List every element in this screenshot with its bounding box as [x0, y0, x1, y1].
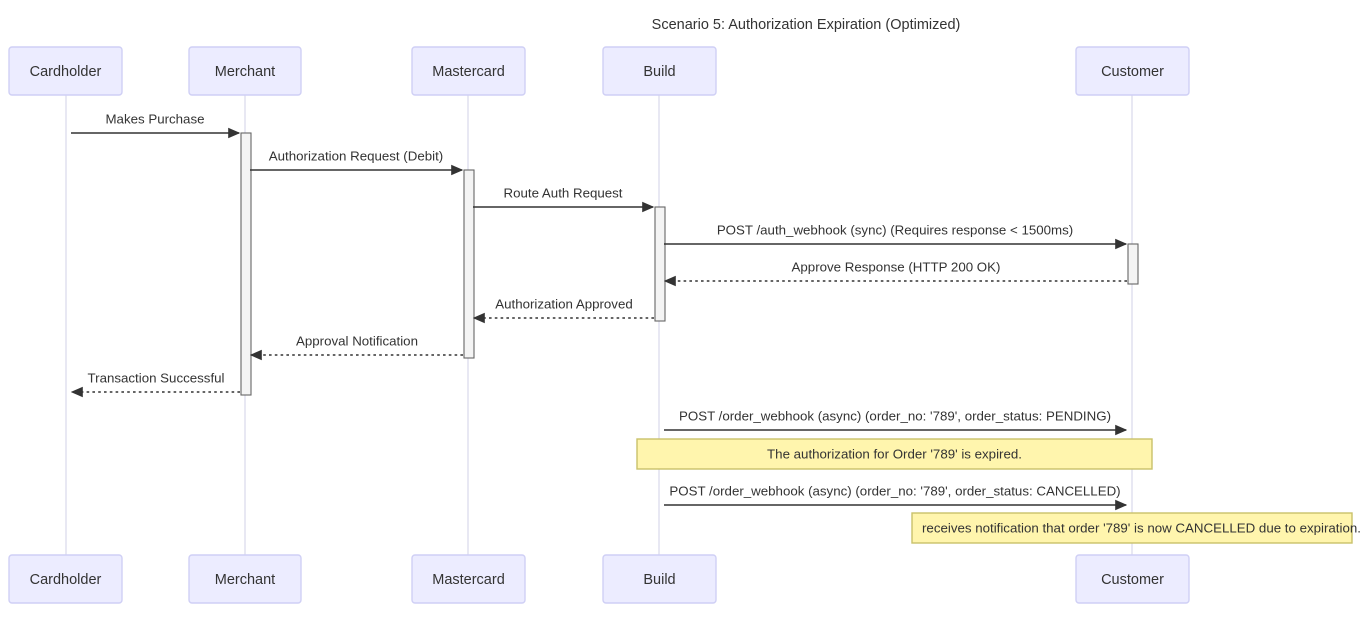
message-label-m5: Approve Response (HTTP 200 OK)	[792, 260, 1001, 275]
message-label-m3: Route Auth Request	[503, 186, 622, 201]
actor-box-bottom-build[interactable]	[602, 554, 717, 604]
message-label-m8: Transaction Successful	[88, 371, 225, 386]
actor-box-bottom-mastercard[interactable]	[411, 554, 526, 604]
notes-group: The authorization for Order '789' is exp…	[636, 438, 1361, 544]
actor-box-top-cardholder[interactable]	[8, 46, 123, 96]
message-label-m4: POST /auth_webhook (sync) (Requires resp…	[717, 223, 1073, 238]
activation-bar-build	[654, 206, 666, 322]
actor-label-bottom-customer: Customer	[1101, 572, 1164, 588]
note-text-n1: The authorization for Order '789' is exp…	[767, 447, 1022, 462]
actor-box-bottom-customer[interactable]	[1075, 554, 1190, 604]
actor-box-top-customer[interactable]	[1075, 46, 1190, 96]
message-label-m9: POST /order_webhook (async) (order_no: '…	[679, 409, 1111, 424]
activation-bar-customer	[1127, 243, 1139, 285]
note-text-n2: receives notification that order '789' i…	[922, 521, 1361, 536]
note-box-n1	[636, 438, 1153, 470]
actor-label-top-mastercard: Mastercard	[432, 64, 505, 80]
actor-label-bottom-cardholder: Cardholder	[30, 572, 102, 588]
actor-box-bottom-merchant[interactable]	[188, 554, 302, 604]
actor-label-bottom-mastercard: Mastercard	[432, 572, 505, 588]
activations-group	[240, 132, 1139, 396]
message-label-m10: POST /order_webhook (async) (order_no: '…	[669, 484, 1120, 499]
diagram-title: Scenario 5: Authorization Expiration (Op…	[652, 17, 961, 33]
actor-label-top-customer: Customer	[1101, 64, 1164, 80]
actor-box-top-build[interactable]	[602, 46, 717, 96]
message-label-m6: Authorization Approved	[495, 297, 633, 312]
activation-bar-merchant	[240, 132, 252, 396]
actor-label-top-cardholder: Cardholder	[30, 64, 102, 80]
actor-label-top-build: Build	[643, 64, 675, 80]
note-box-n2	[911, 512, 1353, 544]
message-label-m1: Makes Purchase	[105, 112, 204, 127]
actor-label-bottom-merchant: Merchant	[215, 572, 275, 588]
activation-bar-mastercard	[463, 169, 475, 359]
actor-box-top-merchant[interactable]	[188, 46, 302, 96]
actor-label-top-merchant: Merchant	[215, 64, 275, 80]
actor-box-top-mastercard[interactable]	[411, 46, 526, 96]
message-label-m7: Approval Notification	[296, 334, 418, 349]
actor-box-bottom-cardholder[interactable]	[8, 554, 123, 604]
actor-label-bottom-build: Build	[643, 572, 675, 588]
message-label-m2: Authorization Request (Debit)	[269, 149, 443, 164]
